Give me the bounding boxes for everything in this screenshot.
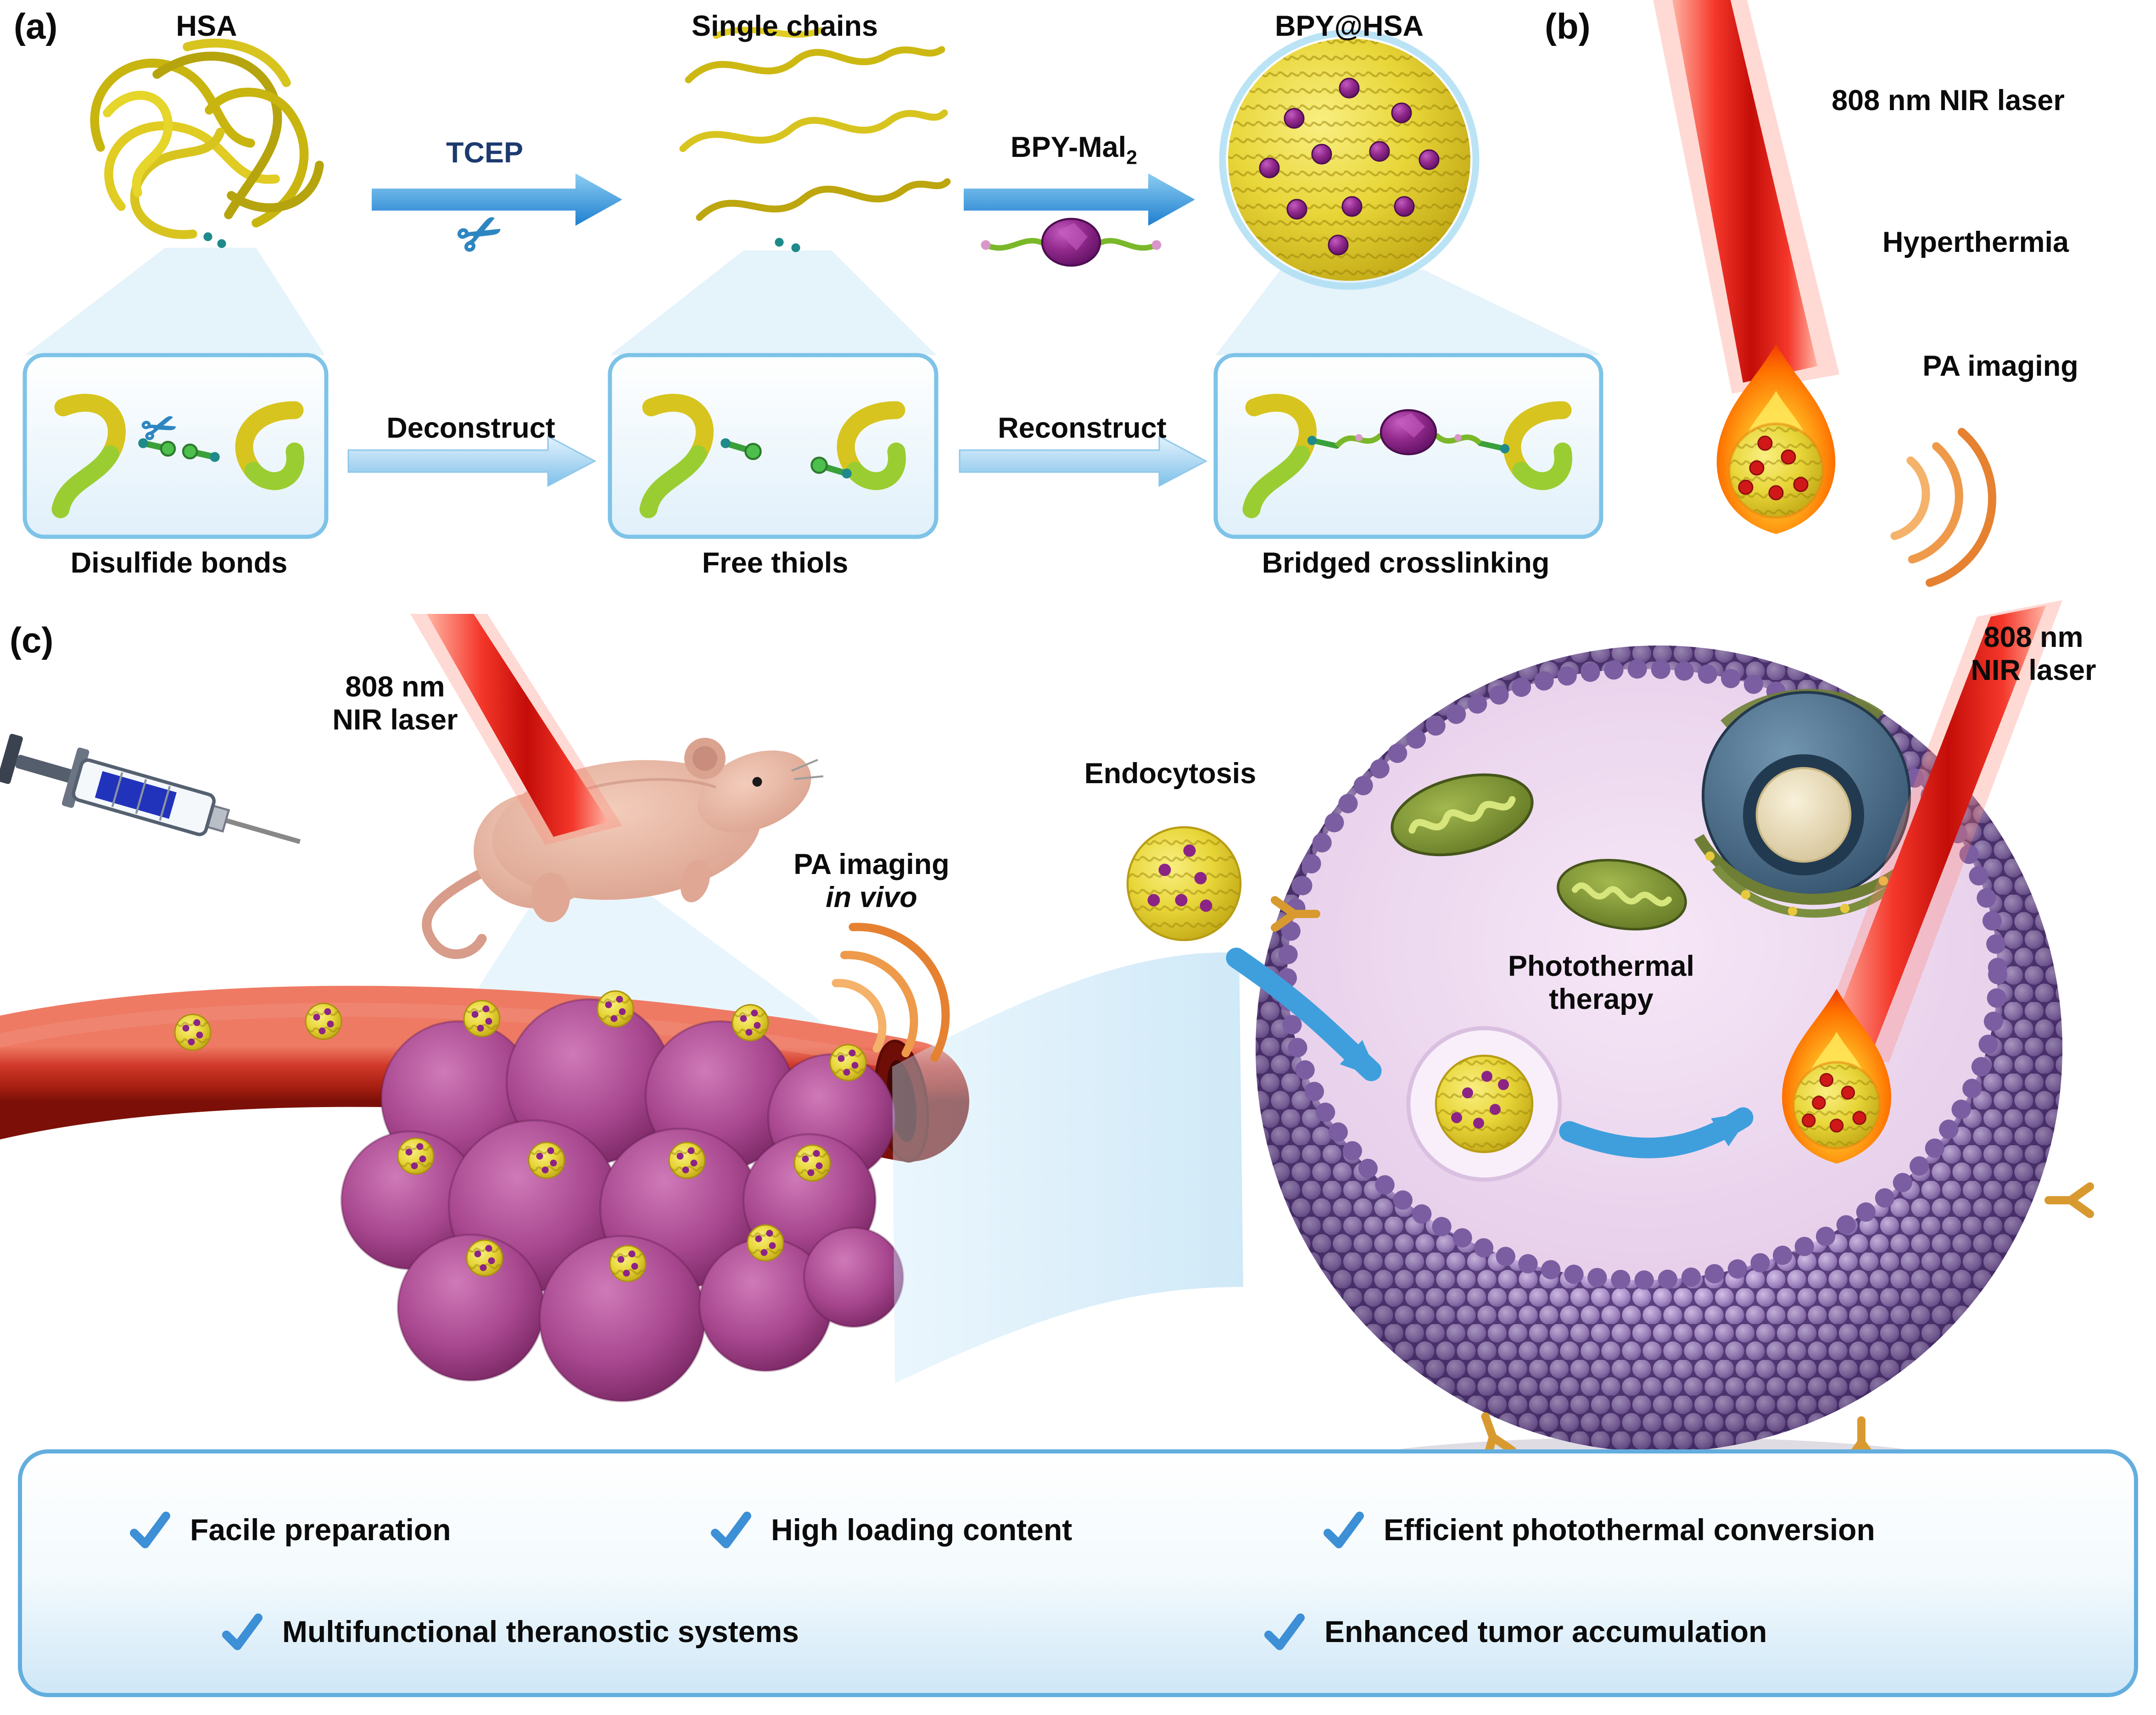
single-chains-label: Single chains <box>691 11 878 43</box>
panel-c-tag: (c) <box>10 619 54 661</box>
nucleus-illustration <box>1694 689 1913 918</box>
endocytosis-nanoparticle <box>1126 826 1242 941</box>
zoom-cone-1 <box>25 248 325 355</box>
disulfide-bonds-label: Disulfide bonds <box>70 548 288 579</box>
mitochondrion-2 <box>1557 859 1687 930</box>
laser-label-c-right: 808 nm NIR laser <box>1971 622 2096 689</box>
bridged-crosslinking-illustration <box>1242 394 1572 518</box>
photothermal-therapy-label: Photothermal therapy <box>1508 951 1694 1018</box>
tumor-illustration <box>340 998 905 1403</box>
free-thiols-label: Free thiols <box>702 548 849 579</box>
panel-b-tag: (b) <box>1545 6 1591 47</box>
free-thiols-illustration <box>639 394 906 518</box>
pa-imaging-label-b: PA imaging <box>1922 351 2078 383</box>
therapy-arrow <box>1559 1107 1754 1158</box>
summary-text: Efficient photothermal conversion <box>1384 1513 1875 1547</box>
bpy-hsa-nanoparticle-illustration <box>1219 29 1480 290</box>
zoom-cone-3 <box>1216 270 1601 355</box>
summary-text: High loading content <box>771 1513 1072 1547</box>
panel-b-art <box>1653 0 2006 592</box>
in-vivo-label: in vivo <box>826 883 917 915</box>
laser-label-c-left-line1: 808 nm <box>345 672 445 703</box>
summary-item: High loading content <box>709 1509 1072 1553</box>
laser-beam-c-left <box>427 614 609 837</box>
hyperthermia-label: Hyperthermia <box>1882 227 2069 259</box>
panel-a-tag: (a) <box>14 6 58 47</box>
laser-beam-b <box>1672 0 1817 383</box>
single-chains-illustration <box>679 27 951 252</box>
reconstruct-arrow <box>959 435 1208 487</box>
hsa-protein-illustration <box>90 39 324 248</box>
check-icon <box>1324 1511 1364 1548</box>
bpy-hsa-label: BPY@HSA <box>1275 11 1424 43</box>
receptor-icon <box>2049 1186 2090 1214</box>
summary-banner: Facile preparation High loading content … <box>18 1449 2138 1697</box>
summary-text: Multifunctional theranostic systems <box>282 1615 799 1649</box>
pa-waves-b <box>1887 423 2006 592</box>
pa-imaging-label-c: PA imaging <box>793 849 950 881</box>
vesicle-nanoparticle <box>1406 1026 1562 1182</box>
laser-label-b: 808 nm NIR laser <box>1832 85 2065 117</box>
endocytosis-arrow <box>1226 947 1382 1081</box>
photothermal-label-line2: therapy <box>1549 985 1653 1017</box>
laser-label-c-right-line2: NIR laser <box>1971 656 2096 688</box>
zoom-cone-2 <box>610 251 936 355</box>
zoom-cone-cell <box>892 952 1243 1383</box>
check-icon <box>130 1511 170 1548</box>
deconstruct-label: Deconstruct <box>386 413 555 445</box>
summary-text: Enhanced tumor accumulation <box>1324 1615 1767 1649</box>
laser-beam-c-right <box>1828 606 2046 1052</box>
summary-item: Enhanced tumor accumulation <box>1262 1610 1767 1654</box>
disulfide-bond-illustration <box>51 394 304 518</box>
hsa-label: HSA <box>176 11 237 43</box>
laser-label-c-right-line1: 808 nm <box>1983 622 2083 654</box>
panel-a-art <box>22 27 1603 539</box>
bpy-mal-text: BPY-Mal <box>1011 132 1127 164</box>
deconstruct-arrow <box>347 435 597 487</box>
laser-label-c-left-line2: NIR laser <box>332 705 458 737</box>
bpy-mal-arrow <box>964 173 1195 226</box>
summary-item: Efficient photothermal conversion <box>1322 1509 1875 1553</box>
bpy-mal-label: BPY-Mal2 <box>1011 132 1137 170</box>
free-thiols-zoom-box <box>608 353 938 539</box>
mitochondrion-1 <box>1391 773 1534 857</box>
tcep-label: TCEP <box>446 138 524 169</box>
syringe-icon <box>0 734 301 844</box>
summary-item: Facile preparation <box>128 1509 451 1553</box>
summary-text: Facile preparation <box>190 1513 451 1547</box>
bridged-crosslinking-label: Bridged crosslinking <box>1262 548 1550 579</box>
check-icon <box>1264 1613 1305 1650</box>
reconstruct-label: Reconstruct <box>998 413 1167 445</box>
bpy-mal-subscript: 2 <box>1126 147 1137 170</box>
summary-item: Multifunctional theranostic systems <box>220 1610 799 1654</box>
panel-c-art <box>0 600 2090 1509</box>
photothermal-label-line1: Photothermal <box>1508 951 1695 983</box>
endocytosis-label: Endocytosis <box>1084 758 1257 790</box>
bpy-molecule-illustration <box>981 217 1162 267</box>
pa-imaging-in-vivo-label: PA imaging in vivo <box>793 849 950 916</box>
tcep-arrow <box>372 173 622 226</box>
check-icon <box>711 1511 751 1548</box>
check-icon <box>222 1613 263 1650</box>
laser-label-c-left: 808 nm NIR laser <box>332 672 458 739</box>
